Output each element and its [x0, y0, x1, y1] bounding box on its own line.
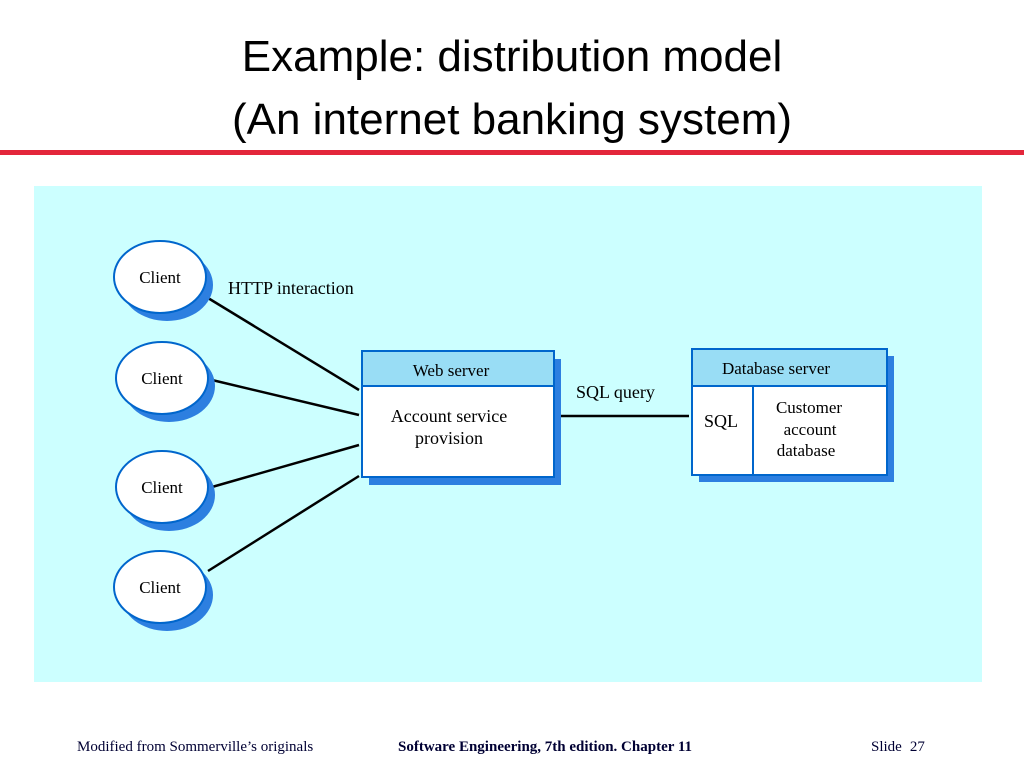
client-node-ellipse — [113, 550, 207, 624]
client-node-2: Client — [115, 341, 215, 422]
slide-title-line-2: (An internet banking system) — [231, 95, 793, 144]
client-label: Client — [141, 369, 183, 388]
connector-client-2 — [211, 378, 360, 417]
connector-client-1 — [207, 296, 360, 392]
sql-query-label: SQL query — [576, 382, 655, 402]
web-server-title: Web server — [413, 361, 490, 380]
web-server-header — [363, 352, 553, 386]
slide-number: 27 — [909, 739, 925, 755]
database-server-title: Database server — [722, 359, 830, 378]
client-label: Client — [139, 268, 181, 287]
database-server-header — [693, 350, 886, 386]
client-node-ellipse — [113, 240, 207, 314]
client-node-ellipse — [115, 450, 209, 524]
customer-database-line-3: database — [777, 441, 836, 460]
footer-book-title: Software Engineering, 7th edition. Chapt… — [398, 739, 693, 755]
customer-database-line-1: Customer — [776, 398, 842, 417]
client-node-1: Client — [113, 240, 213, 321]
client-node-3: Client — [115, 450, 215, 531]
diagram-canvas: Client Client Client Client HTTP in — [113, 240, 894, 631]
slide-title-line-1: Example: distribution model — [241, 32, 783, 81]
customer-database-line-2: account — [784, 420, 837, 439]
client-node-ellipse — [115, 341, 209, 415]
title-divider — [0, 150, 1024, 155]
http-interaction-label: HTTP interaction — [228, 278, 354, 298]
client-label: Client — [139, 578, 181, 597]
web-server-box: Web server Account service provision — [361, 350, 561, 485]
client-node-4: Client — [113, 550, 213, 631]
http-connectors — [207, 296, 689, 573]
distribution-diagram: Client Client Client Client HTTP in — [34, 186, 982, 682]
footer-slide-number: Slide 27 — [871, 739, 925, 756]
footer-attribution: Modified from Sommerville’s originals — [77, 739, 314, 755]
web-server-body-line-1: Account service — [391, 406, 507, 426]
web-server-body-line-2: provision — [415, 428, 483, 448]
slide-label: Slide — [871, 739, 902, 755]
client-label: Client — [141, 478, 183, 497]
database-server-box: Database server SQL Customer account dat… — [691, 348, 894, 482]
connector-client-4 — [207, 474, 360, 573]
connector-client-3 — [211, 443, 360, 489]
sql-cell-label: SQL — [704, 411, 738, 431]
